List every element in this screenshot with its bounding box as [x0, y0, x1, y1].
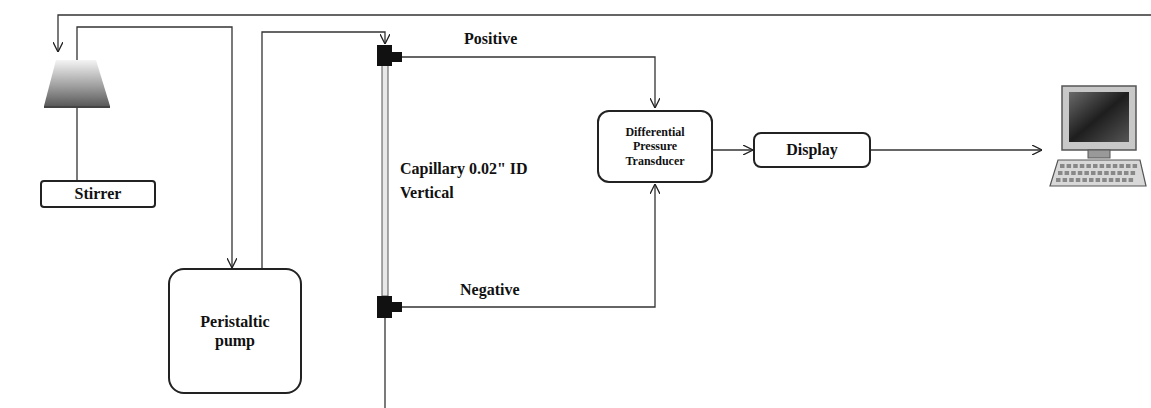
- positive-tap-line: [402, 57, 655, 108]
- stirrer-box: Stirrer: [40, 180, 156, 208]
- top-fitting-port: [392, 52, 402, 62]
- part-label: Vertical: [398, 184, 456, 202]
- process-box: Differential Pressure Transducer: [597, 110, 713, 183]
- top-fitting: [377, 45, 392, 66]
- node-label: Display: [786, 140, 838, 159]
- node-label: Peristaltic pump: [185, 312, 285, 350]
- monitor-screen: [1069, 92, 1129, 142]
- process-box: Peristaltic pump: [168, 268, 302, 394]
- negative-tap-line: [402, 184, 655, 307]
- keyboard-keys: [1056, 164, 1137, 182]
- capillary-tube: [382, 64, 388, 296]
- process-box: Display: [753, 132, 871, 168]
- beaker: [44, 60, 110, 106]
- flow-arrow: [713, 149, 753, 150]
- bottom-fitting-port: [392, 302, 402, 312]
- return-tube: [58, 15, 1151, 52]
- keyboard: [1050, 160, 1146, 186]
- signal-label: Positive: [462, 30, 519, 48]
- bottom-fitting: [377, 296, 392, 318]
- flow-arrow: [77, 27, 232, 268]
- beaker-base: [44, 106, 110, 108]
- monitor-stand: [1088, 150, 1110, 158]
- capillary-outlet-tube: [384, 318, 385, 408]
- node-label: Stirrer: [75, 184, 122, 203]
- pump-outlet-tube: [262, 32, 385, 268]
- monitor-frame: [1062, 86, 1136, 150]
- part-label: Capillary 0.02" ID: [398, 160, 530, 178]
- signal-label: Negative: [458, 281, 522, 299]
- node-label: Differential Pressure Transducer: [615, 125, 695, 168]
- display-to-computer: [871, 149, 1042, 150]
